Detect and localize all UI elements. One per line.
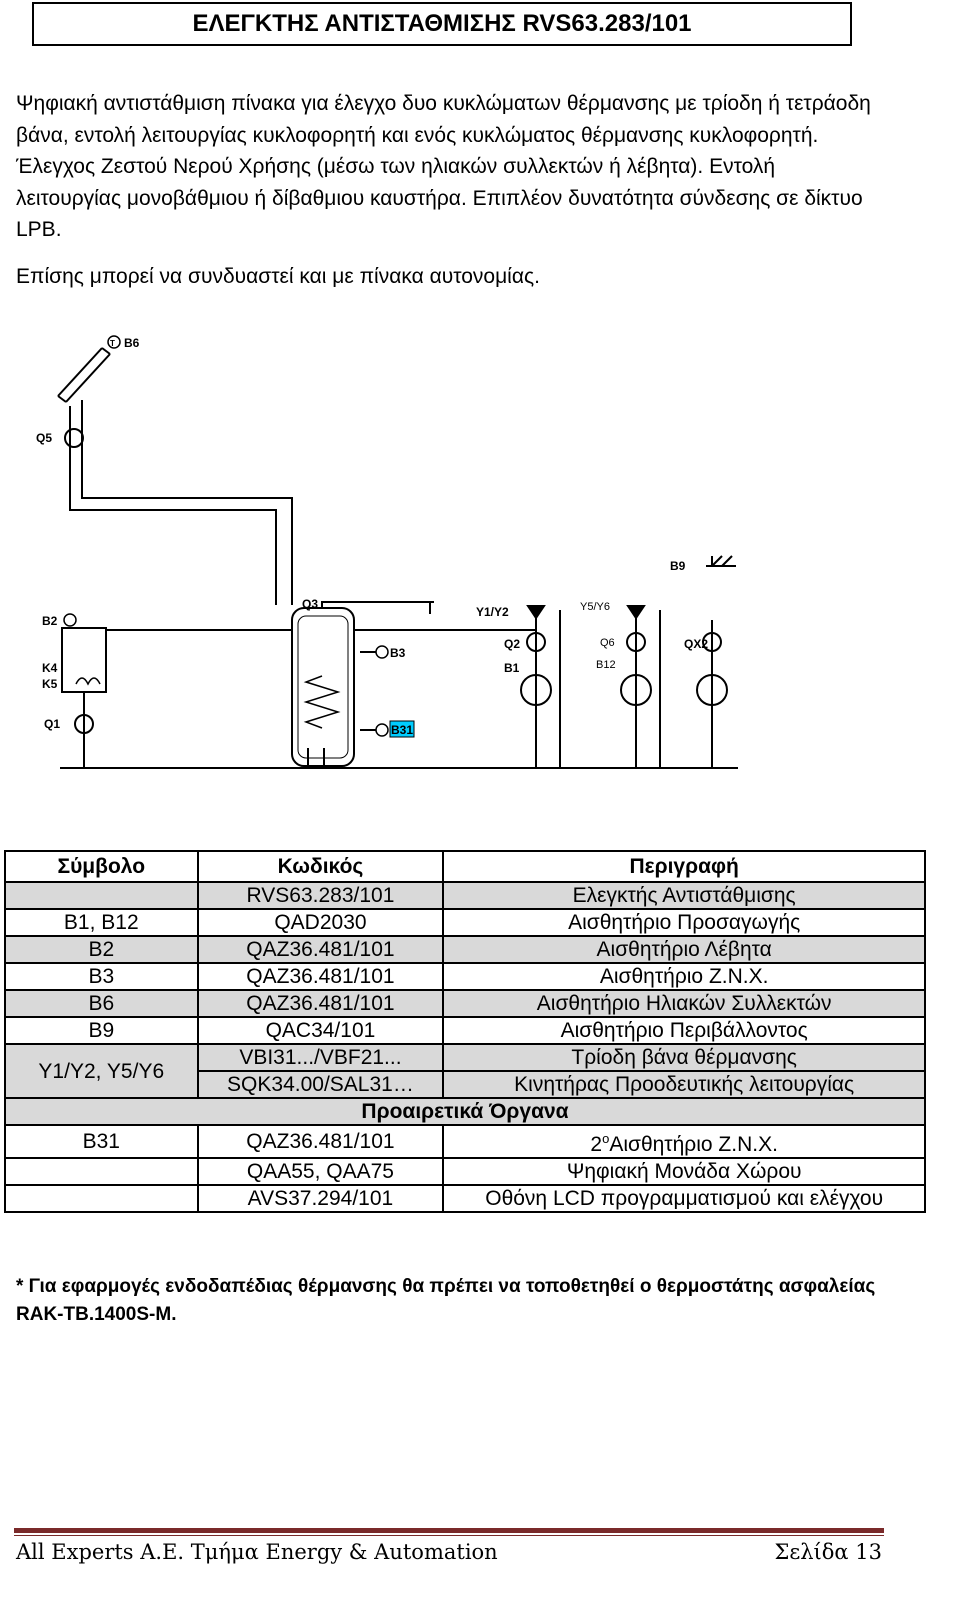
table-row: Y1/Y2, Y5/Y6 VBI31.../VBF21... Τρίοδη βά… — [4, 1043, 926, 1099]
label-q6: Q6 — [600, 637, 615, 649]
label-k5: K5 — [42, 677, 58, 691]
mixing-valve-y1y2-icon — [526, 605, 546, 620]
cell-code: QAZ36.481/101 — [196, 962, 445, 991]
pump-q5-icon — [64, 428, 84, 448]
label-y5y6: Y5/Y6 — [580, 601, 610, 613]
label-b3: B3 — [390, 646, 406, 660]
table-row: B2 QAZ36.481/101 Αισθητήριο Λέβητα — [4, 935, 926, 964]
cell-symbol — [4, 881, 199, 910]
cell-desc: 2οΑισθητήριο Ζ.Ν.Χ. — [442, 1124, 926, 1159]
cell-code: QAZ36.481/101 — [196, 1124, 445, 1159]
cell-symbol: B3 — [4, 962, 199, 991]
optional-header-row: Προαιρετικά Όργανα — [4, 1097, 926, 1126]
label-k4: K4 — [42, 661, 58, 675]
table-row: AVS37.294/101 Οθόνη LCD προγραμματισμού … — [4, 1184, 926, 1213]
heating-circuit-1-icon — [520, 674, 552, 706]
label-b2: B2 — [42, 614, 58, 628]
table-row: B6 QAZ36.481/101 Αισθητήριο Ηλιακών Συλλ… — [4, 989, 926, 1018]
heating-circuit-3-icon — [696, 674, 728, 706]
table-header: Κωδικός — [196, 850, 445, 883]
mixing-valve-y5y6-icon — [626, 605, 646, 620]
cell-code: AVS37.294/101 — [196, 1184, 445, 1213]
cell-code: QAD2030 — [196, 908, 445, 937]
intro-paragraph: Ψηφιακή αντιστάθμιση πίνακα για έλεγχο δ… — [16, 92, 871, 241]
table-row: B1, B12 QAD2030 Αισθητήριο Προσαγωγής — [4, 908, 926, 937]
b31-highlight — [389, 720, 415, 738]
cell-desc: Ψηφιακή Μονάδα Χώρου — [442, 1157, 926, 1186]
cell-code: VBI31.../VBF21... — [196, 1043, 445, 1072]
cell-code: SQK34.00/SAL31… — [196, 1070, 445, 1099]
cell-code: RVS63.283/101 — [196, 881, 445, 910]
label-b6: B6 — [124, 336, 140, 350]
table-row: SQK34.00/SAL31… Κινητήρας Προοδευτικής λ… — [5, 1070, 926, 1099]
cell-code: QAZ36.481/101 — [196, 989, 445, 1018]
cell-desc: Κινητήρας Προοδευτικής λειτουργίας — [442, 1070, 926, 1099]
solar-collector-icon — [57, 347, 111, 403]
cell-symbol: B1, B12 — [4, 908, 199, 937]
cell-desc: Αισθητήριο Περιβάλλοντος — [442, 1016, 926, 1045]
cell-desc: Ελεγκτής Αντιστάθμισης — [442, 881, 926, 910]
footer-rule — [14, 1528, 884, 1533]
label-b12: B12 — [596, 659, 616, 671]
ordinal-number: 2 — [590, 1133, 603, 1156]
cell-symbol: B9 — [4, 1016, 199, 1045]
table-row: RVS63.283/101 Ελεγκτής Αντιστάθμισης — [4, 881, 926, 910]
pump-q2-icon — [526, 632, 546, 652]
cell-desc: Αισθητήριο Ζ.Ν.Χ. — [442, 962, 926, 991]
desc-text: Αισθητήριο Ζ.Ν.Χ. — [609, 1133, 778, 1156]
label-q5: Q5 — [36, 431, 52, 445]
cell-symbol: Y1/Y2, Y5/Y6 — [4, 1043, 199, 1099]
pump-q1-icon — [74, 714, 94, 734]
sensor-t-label: T — [110, 339, 115, 348]
table-header: Σύμβολο — [4, 850, 199, 883]
cell-code: QAA55, QAA75 — [196, 1157, 445, 1186]
label-q3: Q3 — [302, 597, 318, 611]
table-row: B3 QAZ36.481/101 Αισθητήριο Ζ.Ν.Χ. — [4, 962, 926, 991]
cell-symbol: B31 — [4, 1124, 199, 1159]
table-row: QAA55, QAA75 Ψηφιακή Μονάδα Χώρου — [4, 1157, 926, 1186]
cell-desc: Αισθητήριο Λέβητα — [442, 935, 926, 964]
pump-q6-icon — [626, 632, 646, 652]
footer-company: All Experts A.E. Τμήμα Energy & Automati… — [16, 1540, 498, 1564]
safety-note: * Για εφαρμογές ενδοδαπέδιας θέρμανσης θ… — [16, 1276, 876, 1325]
cell-symbol: B2 — [4, 935, 199, 964]
label-q1: Q1 — [44, 717, 60, 731]
cell-desc: Τρίοδη βάνα θέρμανσης — [442, 1043, 926, 1072]
footer-rule-thin — [14, 1535, 884, 1536]
cell-desc: Οθόνη LCD προγραμματισμού και ελέγχου — [442, 1184, 926, 1213]
label-q2: Q2 — [504, 637, 520, 651]
ordinal-suffix: ο — [602, 1131, 610, 1146]
page-title: ΕΛΕΓΚΤΗΣ ΑΝΤΙΣΤΑΘΜΙΣΗΣ RVS63.283/101 — [192, 10, 692, 37]
table-row: B31 QAZ36.481/101 2οΑισθητήριο Ζ.Ν.Χ. — [4, 1124, 926, 1159]
cell-desc: Αισθητήριο Ηλιακών Συλλεκτών — [442, 989, 926, 1018]
table-header: Περιγραφή — [442, 850, 926, 883]
table-header-row: Σύμβολο Κωδικός Περιγραφή — [4, 850, 926, 883]
heating-circuit-2-icon — [620, 674, 652, 706]
label-b1: B1 — [504, 661, 520, 675]
pump-qx2-icon — [702, 632, 722, 652]
cell-desc: Αισθητήριο Προσαγωγής — [442, 908, 926, 937]
label-b9: B9 — [670, 559, 686, 573]
cell-code: QAC34/101 — [196, 1016, 445, 1045]
hydraulic-diagram: B6 Q5 B9 B2 K4 K5 Q1 Q3 B3 B31 Y1/Y2 Q2 … — [36, 335, 738, 769]
footer-page-number: Σελίδα 13 — [774, 1540, 883, 1564]
cell-symbol — [4, 1184, 199, 1213]
label-b31: B31 — [391, 723, 413, 737]
optional-header: Προαιρετικά Όργανα — [4, 1097, 926, 1126]
components-table: Σύμβολο Κωδικός Περιγραφή RVS63.283/101 … — [4, 850, 926, 1213]
table-row: B9 QAC34/101 Αισθητήριο Περιβάλλοντος — [4, 1016, 926, 1045]
cell-symbol — [4, 1157, 199, 1186]
cell-symbol: B6 — [4, 989, 199, 1018]
intro-paragraph-2: Επίσης μπορεί να συνδυαστεί και με πίνακ… — [16, 265, 540, 288]
label-y1y2: Y1/Y2 — [476, 605, 509, 619]
page-title-box: ΕΛΕΓΚΤΗΣ ΑΝΤΙΣΤΑΘΜΙΣΗΣ RVS63.283/101 — [32, 2, 852, 46]
cell-code: QAZ36.481/101 — [196, 935, 445, 964]
label-qx2: QX2 — [684, 637, 708, 651]
